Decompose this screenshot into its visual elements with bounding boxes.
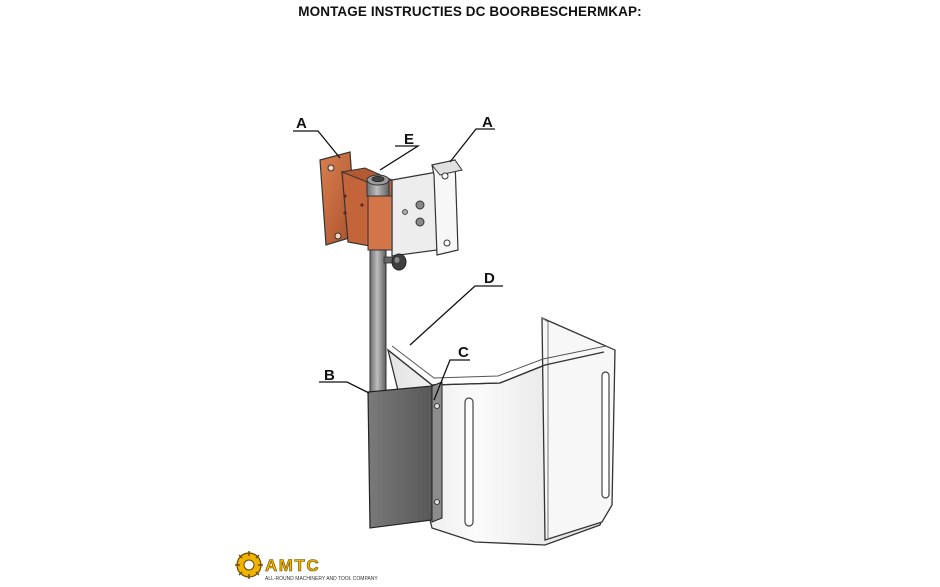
callout-d: D [484, 270, 495, 287]
logo-tagline: ALL-ROUND MACHINERY AND TOOL COMPANY [265, 576, 378, 582]
callout-e: E [404, 131, 414, 148]
callout-b: B [324, 367, 335, 384]
page-title: MONTAGE INSTRUCTIES DC BOORBESCHERMKAP: [298, 4, 642, 19]
white-bracket [391, 159, 463, 257]
guard-shield [386, 316, 616, 546]
copper-bracket [319, 151, 394, 251]
callout-a-left: A [296, 115, 307, 132]
leader-lines [293, 128, 503, 401]
plate-b [367, 381, 443, 529]
amtc-logo: AMTC ALL-ROUND MACHINERY AND TOOL COMPAN… [235, 551, 378, 582]
callout-a-right: A [482, 114, 493, 131]
callout-c: C [458, 344, 469, 361]
logo-name: AMTC [265, 556, 320, 575]
